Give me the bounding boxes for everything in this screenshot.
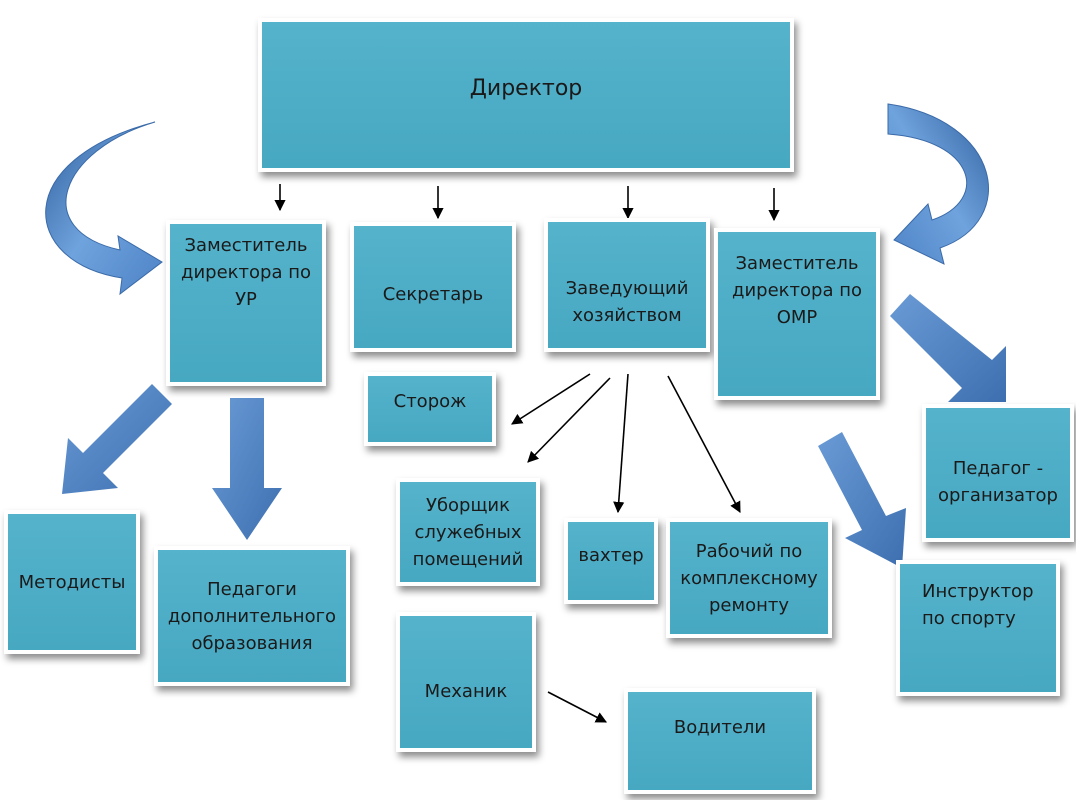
deputy-omr-box: Заместитель директора по ОМР <box>714 228 880 400</box>
guard-label: вахтер <box>578 545 644 566</box>
director-label: Директор <box>469 75 583 101</box>
repair-worker-box: Рабочий по комплексному ремонту <box>666 518 832 638</box>
block-arrow-methodists <box>62 384 172 494</box>
curved-arrow-left <box>45 121 163 296</box>
block-arrow-extra-ed <box>212 398 282 540</box>
extra-ed-teachers-box: Педагоги дополнительного образования <box>154 546 350 686</box>
cleaner-label: Уборщик служебных помещений <box>412 494 524 570</box>
methodists-label: Методисты <box>18 571 126 593</box>
teacher-organizer-label: Педагог - организатор <box>938 458 1058 506</box>
repair-worker-label: Рабочий по комплексному ремонту <box>680 540 818 616</box>
drivers-label: Водители <box>673 717 767 738</box>
methodists-box: Методисты <box>4 510 140 654</box>
drivers-box: Водители <box>624 688 816 794</box>
sports-instructor-box: Инструктор по спорту <box>896 560 1060 696</box>
arrow-household-watchman <box>511 373 591 425</box>
arrow-household-cleaner <box>527 377 611 463</box>
teacher-organizer-box: Педагог - организатор <box>922 404 1074 542</box>
deputy-omr-label: Заместитель директора по ОМР <box>732 253 862 328</box>
curved-arrow-right <box>887 103 989 265</box>
deputy-ur-box: Заместитель директора по УР <box>166 220 326 386</box>
sports-instructor-label: Инструктор по спорту <box>922 581 1034 629</box>
watchman-box: Сторож <box>364 372 496 446</box>
arrow-mechanic-drivers <box>547 691 607 723</box>
cleaner-box: Уборщик служебных помещений <box>396 478 540 586</box>
secretary-box: Секретарь <box>350 222 516 352</box>
arrow-household-repair <box>667 375 741 513</box>
secretary-label: Секретарь <box>382 283 484 305</box>
mechanic-box: Механик <box>396 612 536 752</box>
arrow-household-guard <box>613 373 629 514</box>
extra-ed-teachers-label: Педагоги дополнительного образования <box>167 578 337 654</box>
deputy-ur-label: Заместитель директора по УР <box>181 235 311 310</box>
director-box: Директор <box>258 18 794 172</box>
household-head-box: Заведующий хозяйством <box>544 218 710 352</box>
guard-box: вахтер <box>564 518 658 604</box>
mechanic-label: Механик <box>424 681 508 702</box>
watchman-label: Сторож <box>393 391 467 412</box>
block-arrow-teacher-organizer <box>890 294 1006 402</box>
block-arrow-sports-instructor <box>818 432 906 568</box>
household-head-label: Заведующий хозяйством <box>565 278 689 326</box>
